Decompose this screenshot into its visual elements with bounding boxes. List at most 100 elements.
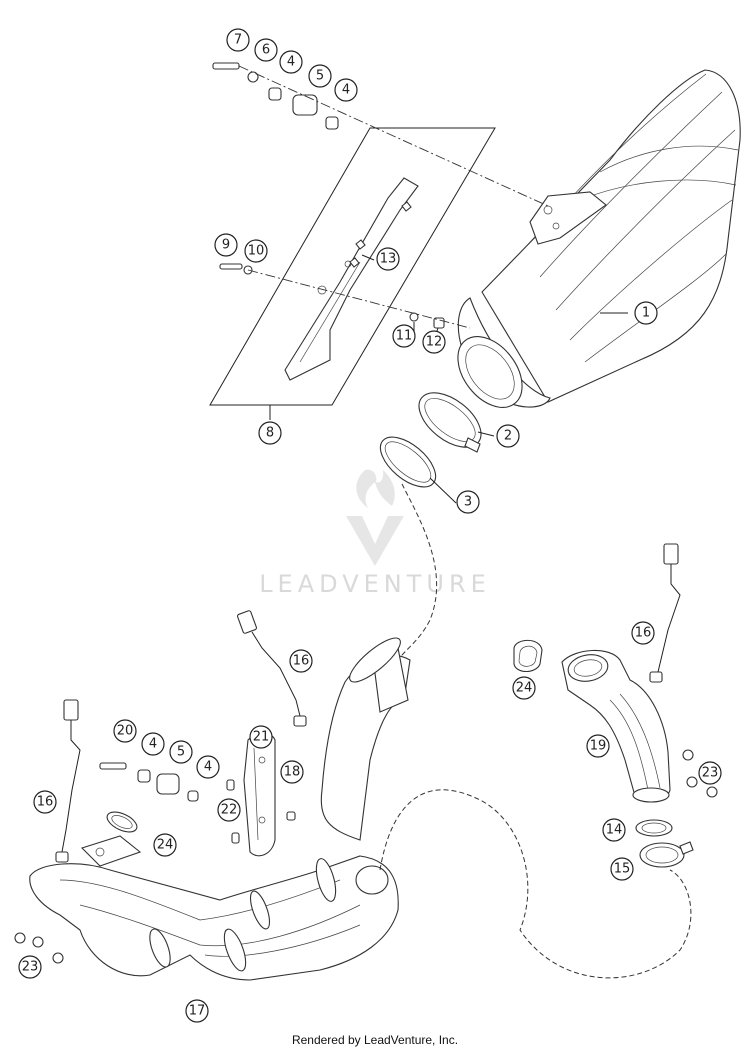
callout-label: 16 xyxy=(37,795,54,810)
callout-label: 22 xyxy=(221,803,238,818)
callout-circle xyxy=(141,732,165,756)
callout-circle xyxy=(586,734,610,758)
callout-13: 13 xyxy=(376,247,400,271)
callout-8: 8 xyxy=(258,421,282,445)
callout-23: 23 xyxy=(18,955,42,979)
callout-label: 21 xyxy=(253,730,270,745)
callout-circle xyxy=(169,740,193,764)
callout-label: 15 xyxy=(614,862,631,877)
callout-label: 5 xyxy=(177,745,185,760)
callout-14: 14 xyxy=(602,818,626,842)
o2-sensor-middle xyxy=(237,610,307,727)
manifold-clamp-part xyxy=(639,841,694,868)
callout-label: 9 xyxy=(222,238,230,253)
flange-gasket-right xyxy=(513,639,543,673)
callout-circle xyxy=(226,28,250,52)
callout-label: 13 xyxy=(380,252,397,267)
muffler-part xyxy=(457,69,741,408)
callout-circle xyxy=(279,50,303,74)
callout-circle xyxy=(334,78,358,102)
callout-16: 16 xyxy=(33,790,57,814)
callout-4: 4 xyxy=(141,732,165,756)
callout-label: 6 xyxy=(262,43,270,58)
callout-circle xyxy=(698,761,722,785)
callout-circle xyxy=(392,324,416,348)
callout-circle xyxy=(631,621,655,645)
callout-label: 24 xyxy=(516,681,533,696)
callout-15: 15 xyxy=(610,857,634,881)
callout-circle xyxy=(18,955,42,979)
callout-4: 4 xyxy=(279,50,303,74)
callout-4: 4 xyxy=(334,78,358,102)
callout-circle xyxy=(249,725,273,749)
o2-sensor-right xyxy=(649,543,681,683)
callout-label: 7 xyxy=(234,33,242,48)
callout-label: 1 xyxy=(642,306,650,321)
callout-circle xyxy=(610,857,634,881)
callout-label: 16 xyxy=(293,654,310,669)
leadventure-logo-icon xyxy=(346,469,404,566)
callout-21: 21 xyxy=(249,725,273,749)
watermark-text: LEADVENTURE xyxy=(259,570,491,598)
callout-22: 22 xyxy=(217,798,241,822)
footer-credit: Rendered by LeadVenture, Inc. xyxy=(291,1033,459,1047)
callout-17: 17 xyxy=(185,999,209,1023)
callout-circle xyxy=(602,818,626,842)
callout-label: 23 xyxy=(702,766,719,781)
callout-label: 20 xyxy=(117,724,134,739)
callout-16: 16 xyxy=(631,621,655,645)
callout-circle xyxy=(422,330,446,354)
callout-circle xyxy=(376,247,400,271)
callout-label: 2 xyxy=(504,429,512,444)
callout-5: 5 xyxy=(308,64,332,88)
callout-circle xyxy=(258,421,282,445)
callout-label: 17 xyxy=(189,1004,206,1019)
callout-label: 24 xyxy=(157,838,174,853)
callout-19: 19 xyxy=(586,734,610,758)
callout-2: 2 xyxy=(496,424,520,448)
callout-label: 5 xyxy=(316,69,324,84)
callout-5: 5 xyxy=(169,740,193,764)
callout-circle xyxy=(496,424,520,448)
callout-label: 4 xyxy=(149,737,157,752)
callout-label: 23 xyxy=(22,960,39,975)
o2-sensor-left xyxy=(55,699,81,863)
callout-24: 24 xyxy=(153,833,177,857)
callout-9: 9 xyxy=(214,233,238,257)
callout-10: 10 xyxy=(244,239,268,263)
manifold-gasket-part xyxy=(635,819,673,837)
manifold-part xyxy=(561,649,671,803)
flange-gasket-left xyxy=(106,811,138,833)
callout-11: 11 xyxy=(392,324,416,348)
mount-hardware-middle xyxy=(99,762,199,802)
callout-12: 12 xyxy=(422,330,446,354)
callout-circle xyxy=(634,301,658,325)
muffler-clamp-part xyxy=(418,392,482,453)
callout-circle xyxy=(289,649,313,673)
callout-circle xyxy=(244,239,268,263)
mount-hardware-top xyxy=(212,62,549,207)
callout-18: 18 xyxy=(280,760,304,784)
callout-23: 23 xyxy=(698,761,722,785)
callout-label: 16 xyxy=(635,626,652,641)
nuts-left xyxy=(14,932,64,964)
callout-24: 24 xyxy=(512,676,536,700)
callout-label: 11 xyxy=(396,329,413,344)
callout-circle xyxy=(113,719,137,743)
leadventure-watermark: LEADVENTURE xyxy=(259,469,491,598)
callout-1: 1 xyxy=(634,301,658,325)
callout-circle xyxy=(254,38,278,62)
callout-label: 4 xyxy=(204,760,212,775)
callout-circle xyxy=(185,999,209,1023)
callout-circle xyxy=(456,490,480,514)
callout-circle xyxy=(280,760,304,784)
callout-16: 16 xyxy=(289,649,313,673)
callout-label: 18 xyxy=(284,765,301,780)
callout-label: 8 xyxy=(266,426,274,441)
nuts-right xyxy=(682,749,718,798)
muffler-gasket-part xyxy=(379,436,437,488)
callout-label: 12 xyxy=(426,335,443,350)
callout-7: 7 xyxy=(226,28,250,52)
